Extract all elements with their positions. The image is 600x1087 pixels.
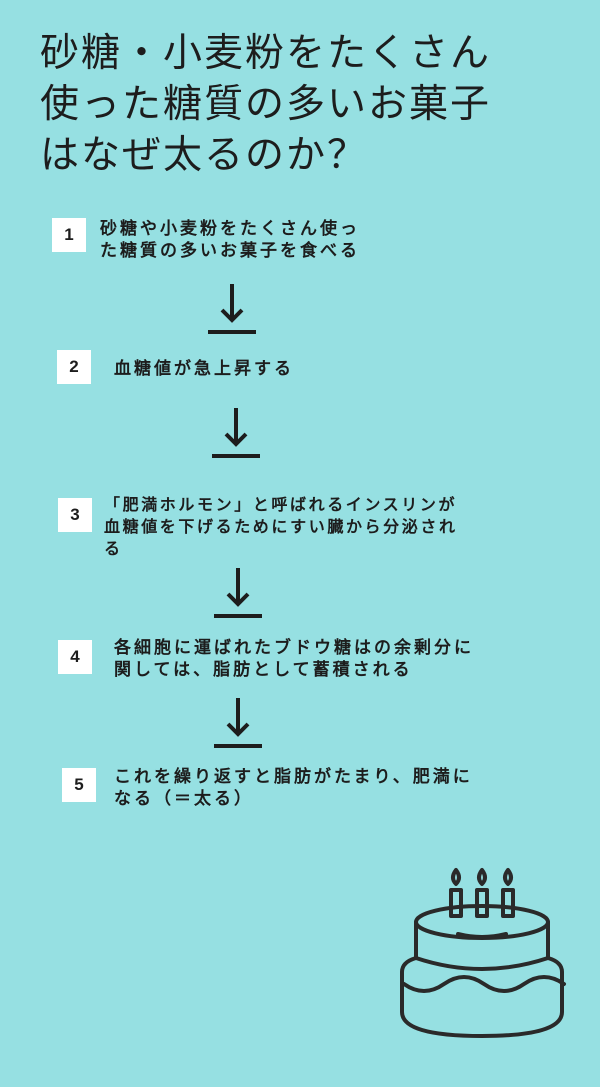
step-number-badge: 4	[58, 640, 92, 674]
birthday-cake-icon	[400, 868, 566, 1038]
step-text: 「肥満ホルモン」と呼ばれるインスリンが 血糖値を下げるためにすい臓から分泌され …	[104, 495, 458, 558]
step-text: 各細胞に運ばれたブドウ糖はの余剰分に 関しては、脂肪として蓄積される	[114, 638, 474, 680]
step-text: 血糖値が急上昇する	[114, 359, 294, 379]
down-arrow-icon	[214, 698, 262, 748]
down-arrow-icon	[212, 408, 260, 458]
step-number-badge: 5	[62, 768, 96, 802]
down-arrow-icon	[208, 284, 256, 334]
step-text: 砂糖や小麦粉をたくさん使っ た糖質の多いお菓子を食べる	[100, 219, 360, 261]
step-number-badge: 3	[58, 498, 92, 532]
page-title: 砂糖・小麦粉をたくさん 使った糖質の多いお菓子 はなぜ太るのか？	[40, 31, 492, 178]
step-text: これを繰り返すと脂肪がたまり、肥満に なる（＝太る）	[114, 767, 473, 809]
step-number-badge: 1	[52, 218, 86, 252]
step-number-badge: 2	[57, 350, 91, 384]
down-arrow-icon	[214, 568, 262, 618]
